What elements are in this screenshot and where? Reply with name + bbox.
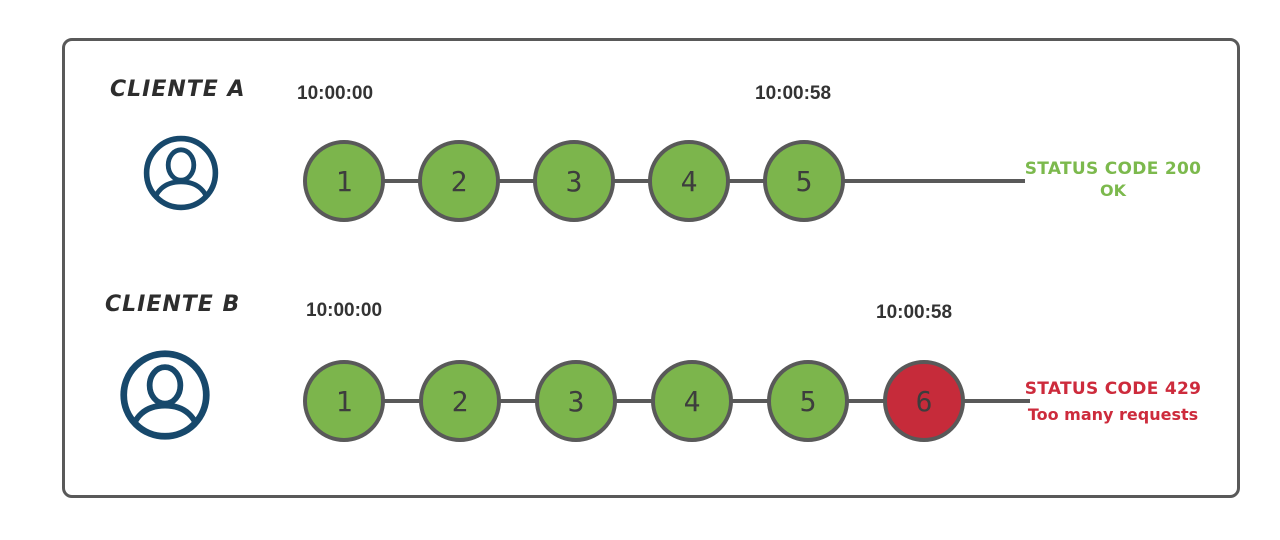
- timeline-line: [344, 399, 1030, 403]
- status-message-text: Too many requests: [1027, 405, 1199, 424]
- status-result: STATUS CODE 429 Too many requests: [1013, 377, 1213, 427]
- start-timestamp: 10:00:00: [306, 300, 383, 321]
- client-b-label: CLIENTE B: [105, 292, 241, 317]
- status-message-text: OK: [1100, 181, 1126, 200]
- end-timestamp: 10:00:58: [755, 83, 832, 104]
- client-a-label: CLIENTE A: [110, 77, 246, 102]
- start-timestamp: 10:00:00: [297, 83, 374, 104]
- status-code-text: STATUS CODE 200: [1024, 159, 1202, 179]
- end-timestamp: 10:00:58: [876, 302, 953, 323]
- status-result: STATUS CODE 200 OK: [1013, 158, 1213, 202]
- timeline-line: [344, 179, 1025, 183]
- status-code-text: STATUS CODE 429: [1024, 379, 1202, 399]
- user-avatar-icon: [120, 350, 210, 440]
- user-avatar-icon: [143, 135, 219, 211]
